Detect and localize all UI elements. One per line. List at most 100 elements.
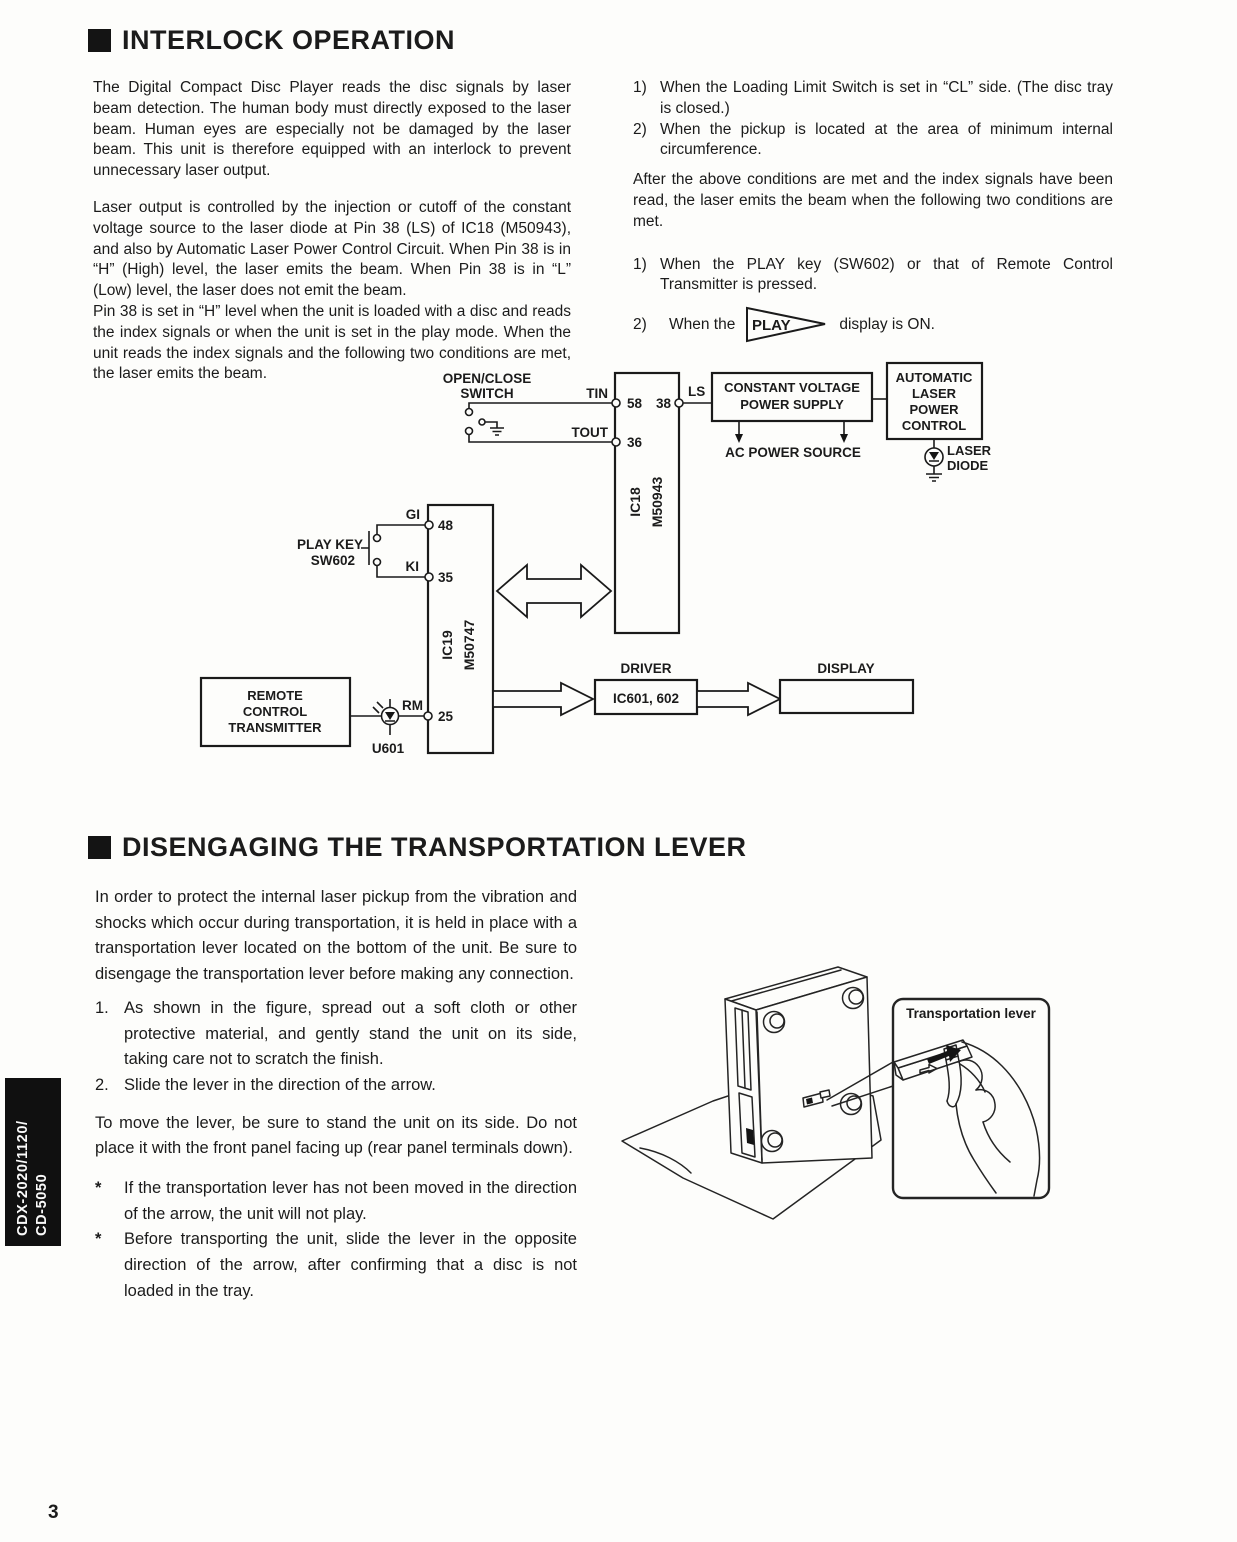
list-text: As shown in the figure, spread out a sof… <box>124 998 577 1069</box>
list-text: When the pickup is located at the area o… <box>660 120 1113 159</box>
remote-label3: TRANSMITTER <box>228 720 322 735</box>
alpc-label2: LASER <box>912 386 957 401</box>
note-text: If the transportation lever has not been… <box>124 1179 577 1223</box>
gi-label: GI <box>406 507 420 522</box>
switch-contact <box>372 533 382 543</box>
section-title-interlock: INTERLOCK OPERATION <box>88 25 455 56</box>
ic19-pin25 <box>423 711 433 721</box>
tout-label: TOUT <box>572 425 609 440</box>
slide-direction-arrow <box>927 1045 961 1064</box>
wire-ki <box>376 566 425 578</box>
alpc-label4: CONTROL <box>902 418 966 433</box>
display-label: DISPLAY <box>817 661 874 676</box>
note-item: * If the transportation lever has not be… <box>95 1176 577 1227</box>
section-title-transportation: DISENGAGING THE TRANSPORTATION LEVER <box>88 832 747 863</box>
transportation-lever-illustration: Transportation lever <box>621 966 1051 1220</box>
ic18-pin58 <box>611 398 621 408</box>
list-text: When the <box>669 315 736 333</box>
switch-contact <box>372 557 382 567</box>
transportation-text-column: In order to protect the internal laser p… <box>95 885 577 1305</box>
laser-diode-label2: DIODE <box>947 458 989 473</box>
paragraph: In order to protect the internal laser p… <box>95 888 577 984</box>
paragraph: After the above conditions are met and t… <box>633 171 1113 230</box>
model-number-line1: CDX-2020/1120/ <box>15 1120 31 1236</box>
display-box <box>778 678 915 715</box>
ic18-pin36 <box>611 437 621 447</box>
list-number: 2) <box>633 120 647 138</box>
page-number: 3 <box>48 1502 59 1523</box>
list-number: 1) <box>633 79 647 96</box>
callout-label: Transportation lever <box>906 1006 1037 1021</box>
cvps-label1: CONSTANT VOLTAGE <box>724 380 860 395</box>
wire-gi <box>376 524 425 534</box>
bidirectional-bus-arrow <box>495 563 613 619</box>
lever-slide-arrow-glyph <box>919 1063 938 1074</box>
rm-label: RM <box>402 698 423 713</box>
paragraph: The Digital Compact Disc Player reads th… <box>93 79 571 180</box>
ic18-label: IC18 <box>627 487 643 517</box>
play-indicator-symbol: PLAY <box>746 306 826 343</box>
ls-label: LS <box>688 384 705 399</box>
ac-power-source-label: AC POWER SOURCE <box>725 445 861 460</box>
alpc-label3: POWER <box>909 402 959 417</box>
diode-triangle <box>929 452 939 460</box>
model-number-line2: CD-5050 <box>34 1173 50 1236</box>
laser-diode-label1: LASER <box>947 443 992 458</box>
ac-power-wires <box>738 421 845 434</box>
unit-bevel-line <box>756 1011 763 1161</box>
wire-tin <box>468 402 612 408</box>
list-text: When the PLAY key (SW602) or that of Rem… <box>660 255 1113 294</box>
paragraph: Pin 38 is set in “H” level when the unit… <box>93 302 571 383</box>
play-key-sw-label: SW602 <box>311 553 355 568</box>
open-close-switch-label2: SWITCH <box>460 386 513 401</box>
pin48-label: 48 <box>438 518 454 533</box>
asterisk-marker: * <box>95 1230 102 1249</box>
note-text: Before transporting the unit, slide the … <box>124 1230 577 1300</box>
tin-label: TIN <box>586 386 608 401</box>
list-text: display is ON. <box>839 315 935 333</box>
list-item: 2. Slide the lever in the direction of t… <box>95 1073 577 1099</box>
switch-ground-wire <box>485 421 498 428</box>
remote-label1: REMOTE <box>247 688 303 703</box>
lever-dark-detail <box>806 1097 813 1105</box>
ic19-part-label: M50747 <box>461 619 477 670</box>
title-square-marker <box>88 29 111 52</box>
interlock-left-column: The Digital Compact Disc Player reads th… <box>93 78 571 385</box>
wire-tout <box>468 435 612 443</box>
list-item: 1. As shown in the figure, spread out a … <box>95 996 577 1073</box>
disc-tray-line <box>741 1009 746 1089</box>
list-item-with-play-symbol: 2) When the PLAY display is ON. <box>633 306 1113 344</box>
photo-receiver-leads <box>385 699 395 735</box>
pin36-label: 36 <box>627 435 643 450</box>
front-panel-strip <box>738 1092 756 1158</box>
ic18-part-label: M50943 <box>649 476 665 527</box>
u601-label: U601 <box>372 741 405 756</box>
arrow-down <box>735 434 743 443</box>
play-indicator-label: PLAY <box>752 317 791 334</box>
ic18-box <box>613 371 681 635</box>
ic19-pin48 <box>424 520 434 530</box>
lever-tab-on-unit <box>819 1089 831 1099</box>
interlock-block-diagram: OPEN/CLOSE SWITCH TIN TOUT IC18 M50943 5… <box>199 361 992 756</box>
remote-control-transmitter-box <box>199 676 352 748</box>
bus-arrow-display <box>696 681 783 717</box>
play-key-label: PLAY KEY <box>297 537 363 552</box>
paragraph: To move the lever, be sure to stand the … <box>95 1113 577 1158</box>
pin35-label: 35 <box>438 570 454 585</box>
driver-ic-label: IC601, 602 <box>613 691 679 706</box>
constant-voltage-power-supply-box <box>710 371 874 423</box>
remote-label2: CONTROL <box>243 704 307 719</box>
list-text: When the Loading Limit Switch is set in … <box>660 79 1113 117</box>
power-button <box>746 1128 754 1145</box>
list-number: 2. <box>95 1075 109 1094</box>
switch-contact <box>464 426 474 436</box>
interlock-right-column: 1) When the Loading Limit Switch is set … <box>633 78 1113 344</box>
pin38-label: 38 <box>656 396 672 411</box>
hand-sketch <box>945 1041 1041 1197</box>
light-rays <box>372 701 384 714</box>
list-item: 1) When the PLAY key (SW602) or that of … <box>633 255 1113 297</box>
diode-triangle <box>385 712 395 720</box>
asterisk-marker: * <box>95 1179 102 1198</box>
switch-contact <box>464 407 474 417</box>
